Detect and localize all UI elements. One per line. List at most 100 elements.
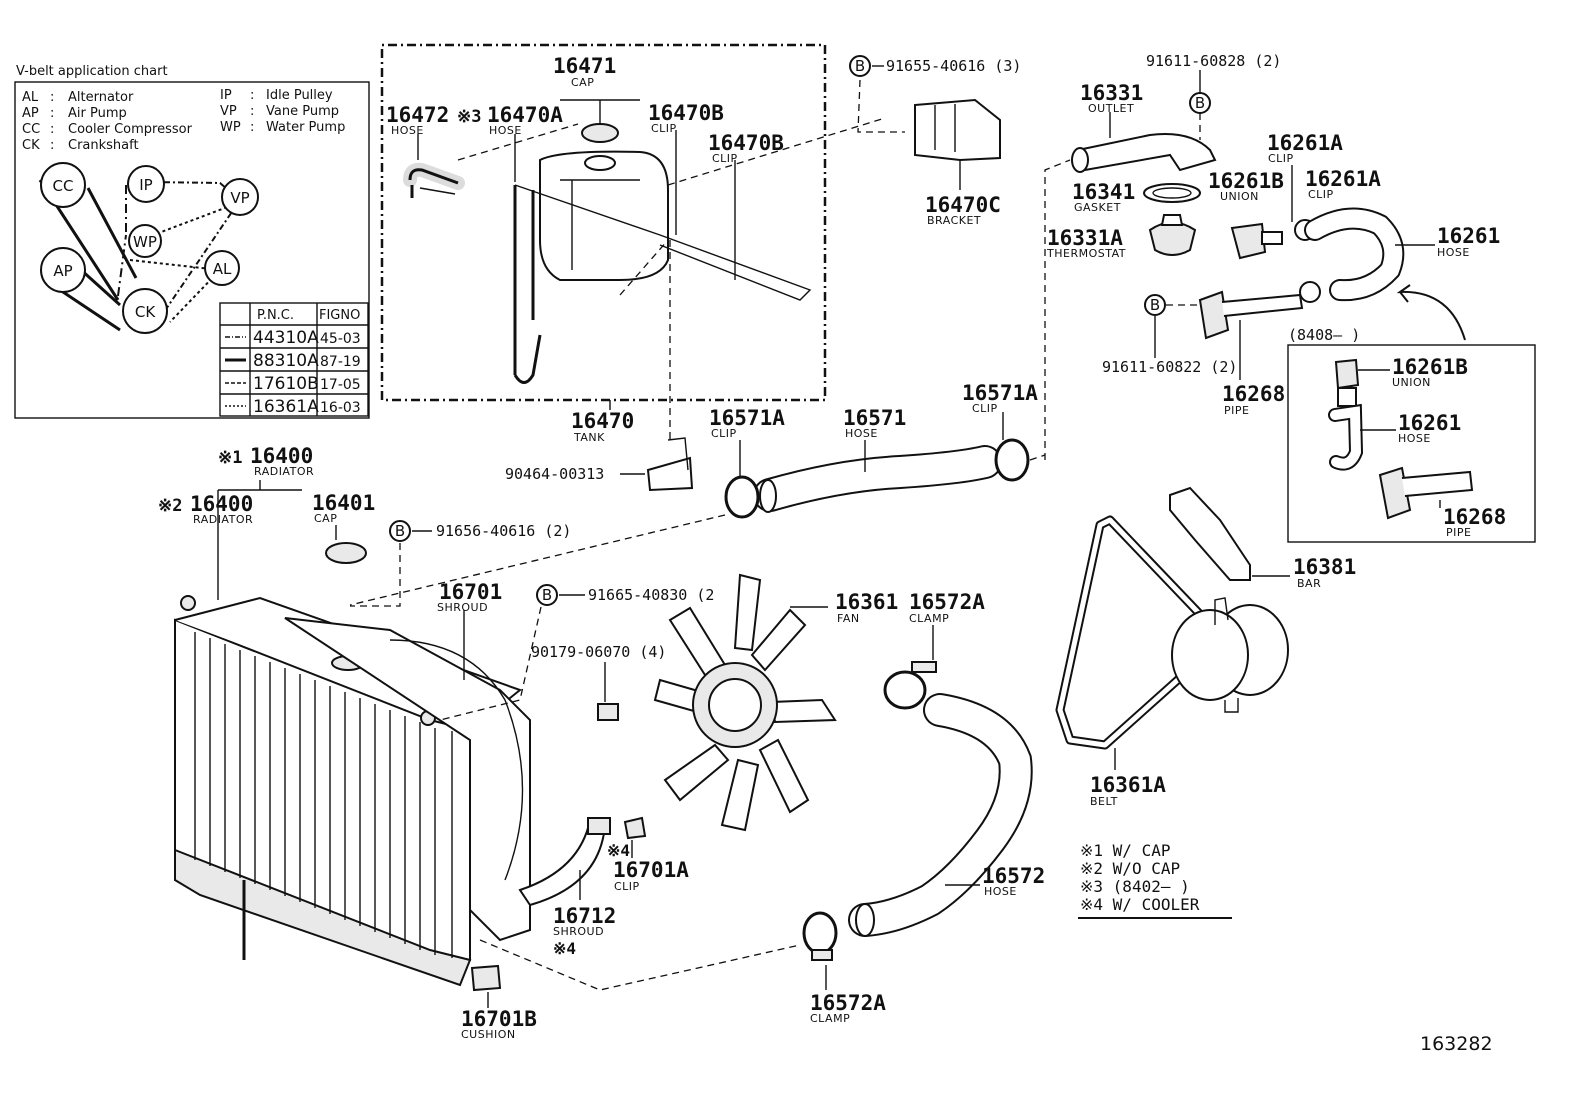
bolt-code: 91655-40616 (3): [886, 57, 1021, 75]
bolt-91611-60828: 91611-60828 (2) B: [1146, 52, 1281, 140]
hose-16572: [848, 693, 1033, 937]
clip-16571a-left: [724, 440, 760, 519]
gasket-16341: [1143, 183, 1201, 203]
pulley-label: CK: [135, 303, 156, 321]
abbr-code: CK: [22, 138, 40, 153]
pulley-label: WP: [133, 233, 157, 251]
callout-16571: 16571 HOSE: [843, 406, 906, 440]
abbr-name: Air Pump: [68, 106, 127, 121]
part-number: 16470C: [925, 193, 1001, 217]
bolt-91655-40616: B 91655-40616 (3): [849, 55, 1021, 77]
bolt-symbol: B: [542, 586, 552, 604]
callout-16470b-1: 16470B CLIP: [648, 101, 724, 135]
part-number: 16701A: [613, 858, 689, 882]
pipe-16268-upper: [1198, 290, 1304, 380]
abbr-code: AP: [22, 106, 39, 121]
abbr-name: Cooler Compressor: [68, 122, 193, 137]
callout-16261b: 16261B UNION: [1208, 169, 1284, 203]
footnote-mark: ※1: [218, 448, 242, 468]
table-cell: 87-19: [320, 354, 361, 370]
part-number: 16472: [386, 103, 449, 127]
part-name: SHROUD: [437, 601, 488, 614]
part-name: PIPE: [1446, 526, 1471, 539]
shroud-16701: [284, 610, 531, 942]
part-number: 16381: [1293, 555, 1356, 579]
abbr-code: VP: [220, 104, 237, 119]
footnote: ※3 (8402— ): [1080, 877, 1190, 896]
part-name: HOSE: [984, 885, 1017, 898]
abbr-code: WP: [220, 120, 241, 135]
bolt-code: 91611-60828 (2): [1146, 52, 1281, 70]
part-name: CAP: [571, 76, 594, 89]
callout-16341: 16341 GASKET: [1072, 180, 1135, 214]
bolt-code: 91656-40616 (2): [436, 522, 571, 540]
callout-16701a: ※4 16701A CLIP: [607, 841, 689, 893]
fan-16361: [653, 573, 837, 832]
part-name: RADIATOR: [193, 513, 253, 526]
part-name: TANK: [573, 431, 605, 444]
svg-text::: :: [50, 90, 54, 105]
abbr-code: AL: [22, 90, 39, 105]
shroud-16712: [518, 817, 611, 907]
part-number: 16331: [1080, 81, 1143, 105]
part-name: OUTLET: [1088, 102, 1134, 115]
arrow-icon: [1396, 284, 1466, 341]
abbreviation-list: AL : Alternator AP : Air Pump CC : Coole…: [22, 88, 345, 153]
abbr-code: CC: [22, 122, 40, 137]
footnote-mark: ※4: [553, 939, 576, 958]
table-cell: 44310A: [253, 328, 319, 348]
bolt-symbol: B: [1195, 94, 1205, 112]
svg-text::: :: [250, 104, 254, 119]
part-number: 16571A: [709, 406, 785, 430]
part-number: 16701B: [461, 1007, 537, 1031]
callout-16472: 16472 ※3 HOSE: [386, 103, 481, 137]
pulley-label: IP: [139, 176, 152, 194]
part-number: 16571A: [962, 381, 1038, 405]
callout-16572a-2: 16572A CLAMP: [810, 991, 886, 1025]
footnote-mark: ※3: [457, 107, 481, 127]
abbr-code: IP: [220, 88, 232, 103]
callout-16381: 16381 BAR: [1293, 555, 1356, 590]
bracket-90464-00313: 90464-00313: [505, 437, 694, 492]
tank-cap: [581, 123, 619, 143]
callout-16261-2: 16261 HOSE: [1398, 411, 1461, 445]
callout-16701b: 16701B CUSHION: [461, 1007, 537, 1041]
part-number: 16261A: [1305, 167, 1381, 191]
part-name: HOSE: [845, 427, 878, 440]
part-number: 16361A: [1090, 773, 1166, 797]
pulley-vp: VP: [221, 178, 259, 216]
part-name: SHROUD: [553, 925, 604, 938]
callout-16712: 16712 SHROUD ※4: [553, 904, 616, 958]
bolt-91665-40830: B 91665-40830 (2: [439, 584, 714, 721]
callout-16470a: 16470A HOSE: [487, 103, 563, 137]
callout-16400-2: ※2 16400 RADIATOR: [158, 492, 253, 526]
part-name: CAP: [314, 512, 337, 525]
part-name: BRACKET: [927, 214, 981, 227]
callout-16471: 16471 CAP: [553, 54, 616, 89]
part-number: 16701: [439, 580, 502, 604]
svg-text::: :: [250, 88, 254, 103]
bolt-90179-06070: 90179-06070 (4): [531, 643, 666, 721]
part-number: 16400: [250, 444, 313, 468]
thermostat-16331a: [1148, 214, 1197, 256]
clip-16701a: [623, 816, 647, 858]
part-number: 16712: [553, 904, 616, 928]
part-name: FAN: [837, 612, 860, 625]
table-header: FIGNO: [319, 308, 360, 323]
abbr-name: Alternator: [68, 90, 134, 105]
callout-16268-2: 16268 PIPE: [1443, 505, 1506, 539]
part-number: 16470B: [708, 131, 784, 155]
hose-16571: [753, 440, 1002, 513]
bolt-symbol: B: [1150, 296, 1160, 314]
callout-16261-1: 16261 HOSE: [1437, 224, 1500, 259]
part-name: CLIP: [651, 122, 677, 135]
table-cell: 16-03: [320, 400, 361, 416]
part-number: 16572: [982, 864, 1045, 888]
callout-16470c: 16470C BRACKET: [925, 193, 1001, 227]
bolt-91611-60822: B 91611-60822 (2): [1102, 294, 1237, 376]
table-cell: 45-03: [320, 331, 361, 347]
part-name: HOSE: [1437, 246, 1470, 259]
part-number: 16261B: [1208, 169, 1284, 193]
callout-16572: 16572 HOSE: [982, 864, 1045, 898]
